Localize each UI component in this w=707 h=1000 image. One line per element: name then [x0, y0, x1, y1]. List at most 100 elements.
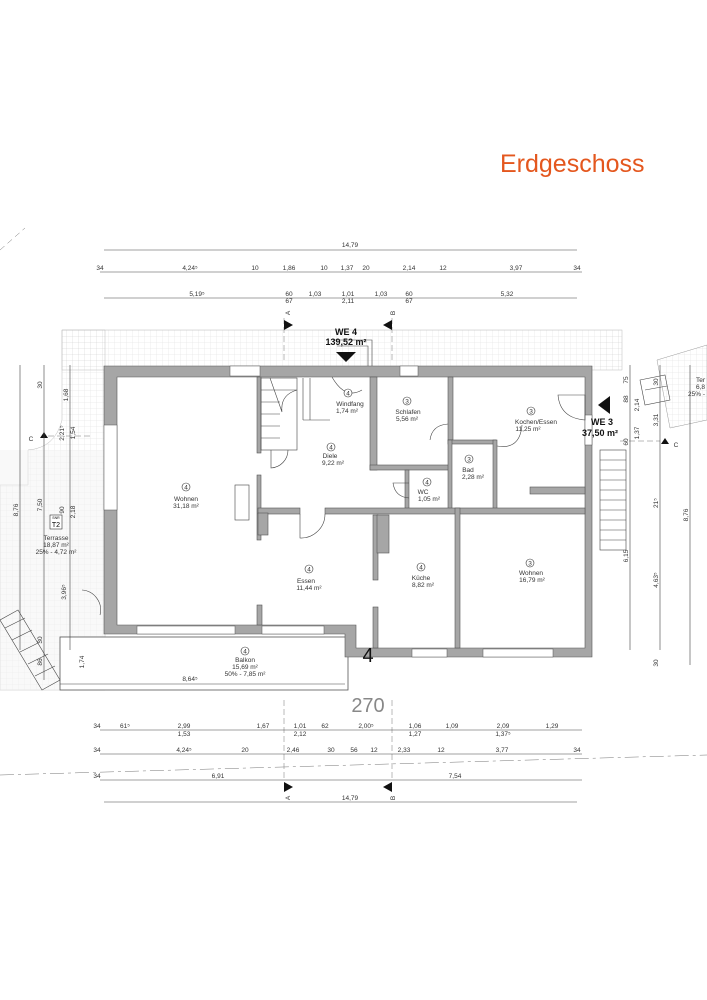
- svg-text:Windfang: Windfang: [336, 401, 364, 408]
- svg-text:SNR: SNR: [52, 516, 60, 520]
- svg-text:34: 34: [96, 265, 104, 272]
- unit-label: WE 3: [591, 417, 613, 427]
- svg-text:56: 56: [350, 747, 358, 754]
- svg-text:Wohnen: Wohnen: [519, 570, 543, 577]
- svg-text:30: 30: [327, 747, 335, 754]
- svg-text:8,76: 8,76: [683, 508, 690, 521]
- svg-text:4: 4: [307, 567, 311, 574]
- svg-text:11,25 m²: 11,25 m²: [515, 426, 541, 433]
- svg-text:3: 3: [529, 409, 533, 416]
- svg-text:8,64⁵: 8,64⁵: [182, 676, 198, 683]
- svg-text:60: 60: [285, 291, 293, 298]
- svg-text:1,06: 1,06: [409, 723, 422, 730]
- svg-text:4: 4: [184, 485, 188, 492]
- svg-text:1,68: 1,68: [63, 388, 70, 401]
- windows: [103, 365, 593, 658]
- staircase: [0, 374, 671, 691]
- svg-text:4,63⁵: 4,63⁵: [653, 572, 660, 588]
- svg-text:2,46: 2,46: [287, 747, 300, 754]
- svg-text:4: 4: [346, 391, 350, 398]
- svg-text:8,82 m²: 8,82 m²: [412, 582, 435, 589]
- svg-text:1,01: 1,01: [342, 291, 355, 298]
- svg-text:1,37⁵: 1,37⁵: [495, 731, 511, 738]
- svg-text:2,21⁵: 2,21⁵: [59, 425, 66, 441]
- svg-text:1,29: 1,29: [546, 723, 559, 730]
- svg-text:4: 4: [419, 565, 423, 572]
- svg-text:12: 12: [439, 265, 447, 272]
- svg-text:A: A: [285, 795, 292, 800]
- svg-text:3,31: 3,31: [653, 413, 660, 426]
- svg-text:20: 20: [241, 747, 249, 754]
- section-markers: A B A B C C: [29, 310, 679, 800]
- floor-code: 270: [351, 695, 384, 717]
- svg-text:34: 34: [93, 773, 101, 780]
- svg-text:1,54: 1,54: [70, 426, 77, 439]
- svg-text:8,76: 8,76: [13, 503, 20, 516]
- svg-text:14,79: 14,79: [342, 242, 359, 249]
- svg-text:A: A: [285, 310, 292, 315]
- svg-text:6,15: 6,15: [623, 549, 630, 562]
- unit-area: 37,50 m²: [582, 428, 618, 438]
- svg-text:21⁵: 21⁵: [653, 498, 660, 508]
- floor-title: Erdgeschoss: [500, 150, 645, 178]
- svg-text:14,79: 14,79: [342, 795, 359, 802]
- svg-text:2,12: 2,12: [294, 731, 307, 738]
- svg-text:6,91: 6,91: [212, 773, 225, 780]
- svg-text:30: 30: [653, 659, 660, 667]
- svg-text:1,01: 1,01: [294, 723, 307, 730]
- svg-text:Terrasse: Terrasse: [44, 535, 69, 542]
- svg-text:2,14: 2,14: [403, 265, 416, 272]
- svg-text:34: 34: [93, 723, 101, 730]
- svg-text:50% - 7,85 m²: 50% - 7,85 m²: [225, 671, 267, 678]
- svg-text:3,97: 3,97: [510, 265, 523, 272]
- svg-text:2,33: 2,33: [398, 747, 411, 754]
- svg-text:1,03: 1,03: [309, 291, 322, 298]
- svg-text:62: 62: [321, 723, 329, 730]
- svg-text:Kochen/Essen: Kochen/Essen: [515, 419, 557, 426]
- svg-text:3,96⁵: 3,96⁵: [61, 584, 68, 600]
- svg-text:Bad: Bad: [462, 467, 474, 474]
- svg-text:1,03: 1,03: [375, 291, 388, 298]
- svg-text:3,77: 3,77: [496, 747, 509, 754]
- svg-text:20: 20: [362, 265, 370, 272]
- svg-text:25% -: 25% -: [688, 391, 705, 398]
- svg-text:Ter: Ter: [696, 377, 706, 384]
- svg-text:C: C: [29, 436, 34, 443]
- svg-text:4: 4: [425, 480, 429, 487]
- svg-text:4,24⁵: 4,24⁵: [182, 265, 198, 272]
- svg-text:5,19⁵: 5,19⁵: [189, 291, 205, 298]
- svg-text:5,32: 5,32: [501, 291, 514, 298]
- svg-text:2,28 m²: 2,28 m²: [462, 474, 485, 481]
- svg-text:2,18: 2,18: [70, 505, 77, 518]
- svg-text:Essen: Essen: [297, 578, 315, 585]
- svg-text:2,14: 2,14: [634, 398, 641, 411]
- svg-text:61⁵: 61⁵: [120, 723, 130, 730]
- svg-text:4: 4: [329, 445, 333, 452]
- svg-text:1,05 m²: 1,05 m²: [418, 496, 441, 503]
- svg-text:11,44 m²: 11,44 m²: [296, 585, 322, 592]
- svg-text:4: 4: [243, 649, 247, 656]
- svg-text:2,09: 2,09: [497, 723, 510, 730]
- svg-text:5,56 m²: 5,56 m²: [396, 416, 419, 423]
- svg-text:30: 30: [37, 636, 44, 644]
- unit-area: 139,52 m²: [325, 337, 366, 347]
- svg-text:1,86: 1,86: [283, 265, 296, 272]
- site-boundary: [0, 754, 707, 776]
- svg-text:3: 3: [405, 399, 409, 406]
- dimension-lines: [19, 249, 691, 803]
- svg-text:34: 34: [93, 747, 101, 754]
- svg-text:1,09: 1,09: [446, 723, 459, 730]
- svg-text:Balkon: Balkon: [235, 657, 255, 664]
- svg-text:90: 90: [59, 506, 66, 514]
- svg-text:88: 88: [623, 395, 630, 403]
- svg-text:3: 3: [528, 561, 532, 568]
